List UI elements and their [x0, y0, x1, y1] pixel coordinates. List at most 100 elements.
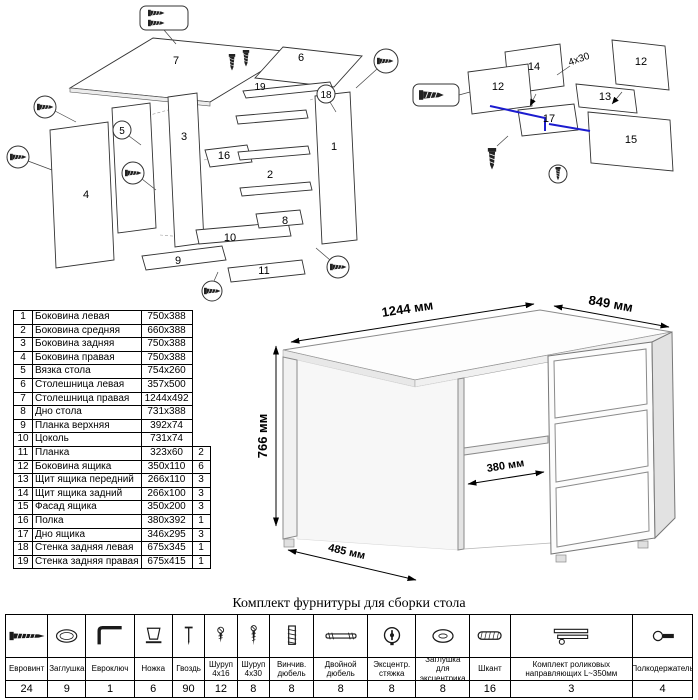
callout-11: 11 — [258, 265, 269, 277]
panel-side-left — [49, 121, 115, 269]
desk-dimension-drawing: 1244 мм 849 мм 766 мм 380 мм 485 мм — [258, 296, 676, 581]
part-name: Дно стола — [32, 405, 142, 420]
hardware-item-name: Евроключ — [86, 657, 134, 680]
callout-5: 5 — [119, 126, 125, 137]
hardware-item-name: Евровинт — [6, 657, 48, 680]
hardware-item-qty: 12 — [205, 680, 237, 696]
drawer-front-1 — [553, 348, 648, 419]
part-size: 350x110 — [140, 459, 193, 475]
callout-19: 19 — [254, 82, 266, 93]
part-name: Фасад ящика — [32, 500, 142, 515]
part-name: Щит ящика задний — [32, 486, 142, 502]
hardware-item: Винчив. дюбель 8 — [269, 615, 314, 697]
parts-table-row: 17 Дно ящика 346x295 3 — [13, 527, 211, 543]
drawer-front-3 — [555, 471, 650, 548]
part-number: 1 — [13, 310, 33, 325]
drawer-slide-1 — [235, 109, 309, 125]
callout-7: 7 — [173, 55, 179, 67]
part-qty: 3 — [191, 473, 211, 488]
part-number: 16 — [13, 513, 33, 529]
callout-18: 18 — [320, 90, 332, 101]
part-size: 750x388 — [140, 337, 193, 352]
hardware-item-qty: 8 — [270, 680, 314, 696]
callout-1: 1 — [331, 141, 337, 153]
parts-table-row: 11 Планка 323x60 2 — [13, 445, 211, 461]
exploded-diagrams: 7 6 19 3 16 2 4 1 8 10 9 11 5 18 — [6, 5, 674, 302]
parts-table-row: 12 Боковина ящика 350x110 6 — [13, 459, 211, 475]
parts-table-row: 4 Боковина правая 750x388 — [13, 350, 211, 366]
part-qty: 6 — [191, 459, 211, 475]
part-number: 4 — [13, 350, 33, 366]
hardware-item-name: Заглушка — [48, 657, 86, 680]
hardware-item-name: Винчив. дюбель — [270, 657, 314, 680]
hardware-item-icon-box — [6, 615, 47, 657]
leg-icon — [135, 618, 172, 654]
hardware-item-icon-box — [416, 615, 469, 657]
cam-plug-icon — [423, 618, 463, 654]
parts-table-row: 16 Полка 380x392 1 — [13, 513, 211, 529]
part-name: Боковина левая — [32, 310, 142, 325]
dimension-shelf-label: 380 мм — [486, 457, 525, 475]
hardware-item-icon-box — [511, 615, 633, 657]
hardware-item-qty: 4 — [633, 680, 693, 696]
hardware-item-name: Комплект роликовых направляющих L~350мм — [510, 657, 633, 680]
hardware-item: Заглушка 9 — [47, 615, 86, 697]
part-name: Дно ящика — [32, 527, 142, 543]
hardware-item-qty: 90 — [172, 680, 205, 696]
assembly-guide-line — [548, 123, 591, 132]
screw-callout-box — [139, 5, 189, 31]
part-name: Полка — [32, 513, 142, 529]
hardware-item: Евроключ 1 — [85, 615, 134, 697]
panel-top-plank — [141, 245, 227, 271]
callout-4: 4 — [83, 189, 89, 201]
hardware-item: Гвоздь 90 — [171, 615, 205, 697]
part-name: Планка верхняя — [32, 418, 142, 434]
part-number: 2 — [13, 323, 33, 339]
shelf-pin-icon — [643, 618, 683, 654]
part-size: 731x388 — [140, 405, 193, 420]
hardware-item-qty: 16 — [470, 680, 510, 696]
hardware-item-icon-box — [135, 615, 172, 657]
callout-13: 13 — [599, 91, 611, 103]
cam-lock-icon — [372, 618, 412, 654]
part-size: 392x74 — [140, 418, 193, 434]
wood-dowel-icon — [470, 618, 509, 654]
hardware-item-icon-box — [314, 615, 367, 657]
part-size: 323x60 — [140, 445, 193, 461]
part-name: Боковина задняя — [32, 337, 142, 352]
callout-3: 3 — [181, 131, 187, 143]
dimension-base-label: 485 мм — [327, 542, 366, 562]
part-size: 660x388 — [140, 323, 193, 339]
dimension-width-label: 1244 мм — [381, 297, 434, 319]
hardware-item-icon-box — [205, 615, 236, 657]
parts-table-row: 10 Цоколь 731x74 — [13, 432, 211, 447]
part-size: 675x345 — [140, 541, 193, 556]
dimension-depth-label: 849 мм — [588, 296, 634, 315]
hardware-item-name: Шуруп 4x30 — [237, 657, 270, 680]
drawer-side-left — [467, 63, 533, 115]
part-name: Щит ящика передний — [32, 473, 142, 488]
part-qty: 3 — [191, 500, 211, 515]
part-size: 380x392 — [140, 513, 193, 529]
part-size: 266x110 — [140, 473, 193, 488]
parts-table-row: 5 Вязка стола 754x260 — [13, 364, 211, 379]
callout-12b: 12 — [492, 81, 504, 93]
part-size: 731x74 — [140, 432, 193, 447]
desk-knee-space — [296, 359, 459, 551]
hardware-item: Шуруп 4x30 8 — [236, 615, 270, 697]
part-name: Столешница левая — [32, 377, 142, 393]
drawer-front-panel — [575, 83, 638, 114]
part-size: 1244x492 — [140, 391, 193, 407]
part-number: 10 — [13, 432, 33, 447]
parts-table-row: 15 Фасад ящика 350x200 3 — [13, 500, 211, 515]
part-size: 346x295 — [140, 527, 193, 543]
hardware-item-qty: 1 — [86, 680, 134, 696]
callout-9: 9 — [175, 255, 181, 267]
callout-6: 6 — [298, 52, 304, 64]
parts-table-row: 14 Щит ящика задний 266x100 3 — [13, 486, 211, 502]
part-size: 750x388 — [140, 350, 193, 366]
parts-table-row: 18 Стенка задняя левая 675x345 1 — [13, 541, 211, 556]
hardware-item-name: Шкант — [470, 657, 510, 680]
part-number: 11 — [13, 445, 33, 461]
